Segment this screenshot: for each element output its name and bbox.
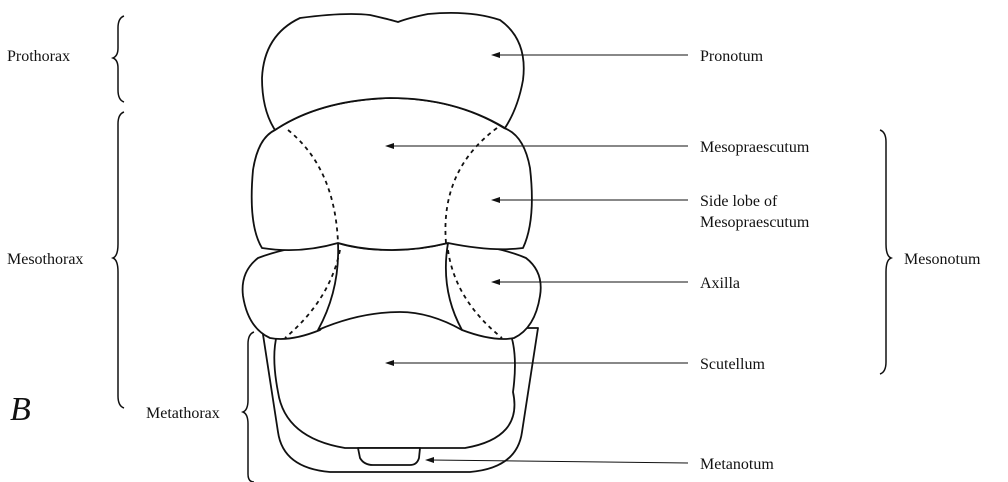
label-side-lobe-line1: Side lobe of [700,193,778,210]
brace-metathorax [243,332,254,482]
label-pronotum: Pronotum [700,48,764,65]
panel-letter: B [10,391,31,428]
brace-prothorax [113,16,124,102]
label-mesopraescutum: Mesopraescutum [700,139,810,156]
label-axilla: Axilla [700,275,740,292]
mesopraescutum-shape [252,98,532,250]
label-metanotum: Metanotum [700,456,774,473]
metanotum-shape [358,448,420,465]
label-scutellum: Scutellum [700,356,765,373]
brace-mesothorax [113,112,124,408]
label-metathorax: Metathorax [146,405,220,422]
label-mesonotum: Mesonotum [904,251,981,268]
label-prothorax: Prothorax [7,48,70,65]
label-mesothorax: Mesothorax [7,251,83,268]
brace-mesonotum [880,130,891,374]
label-side-lobe-line2: Mesopraescutum [700,214,810,231]
